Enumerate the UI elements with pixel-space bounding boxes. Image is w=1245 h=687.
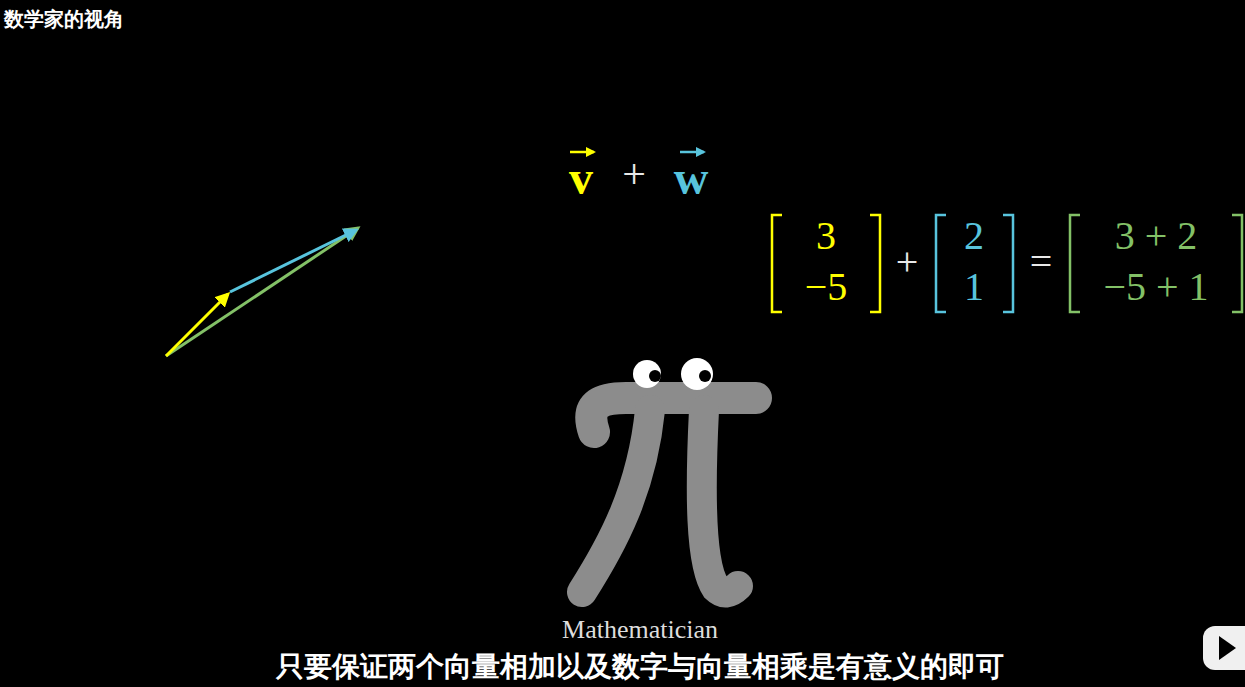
subtitle: 只要保证两个向量相加以及数字与向量相乘是有意义的即可 xyxy=(276,651,1004,683)
v-vector xyxy=(166,294,228,356)
channel-title: 数学家的视角 xyxy=(4,8,124,31)
matrix-bracket xyxy=(1003,215,1013,312)
player-icon xyxy=(1203,626,1245,670)
matrix-bracket xyxy=(1070,215,1080,312)
operator: + xyxy=(622,150,646,198)
w-vector xyxy=(230,230,356,292)
vector-symbol: v xyxy=(569,150,593,205)
matrix-entry: 2 xyxy=(964,213,984,259)
matrix-bracket xyxy=(772,215,782,312)
matrix-bracket xyxy=(870,215,880,312)
matrix-entry: −5 + 1 xyxy=(1103,264,1208,310)
matrix-entry: 3 xyxy=(816,213,836,259)
matrix-bracket xyxy=(1232,215,1242,312)
matrix-entry: 1 xyxy=(964,264,984,310)
operator: + xyxy=(896,239,919,285)
pi-creature xyxy=(582,398,756,593)
matrix-entry: 3 + 2 xyxy=(1115,213,1198,259)
matrix-entry: −5 xyxy=(805,264,848,310)
character-name: Mathematician xyxy=(562,615,718,645)
pi-eyes xyxy=(633,358,713,390)
vector-symbol: w xyxy=(674,150,709,205)
operator: = xyxy=(1030,239,1053,285)
matrix-bracket xyxy=(936,215,946,312)
sum-vector xyxy=(166,228,358,356)
